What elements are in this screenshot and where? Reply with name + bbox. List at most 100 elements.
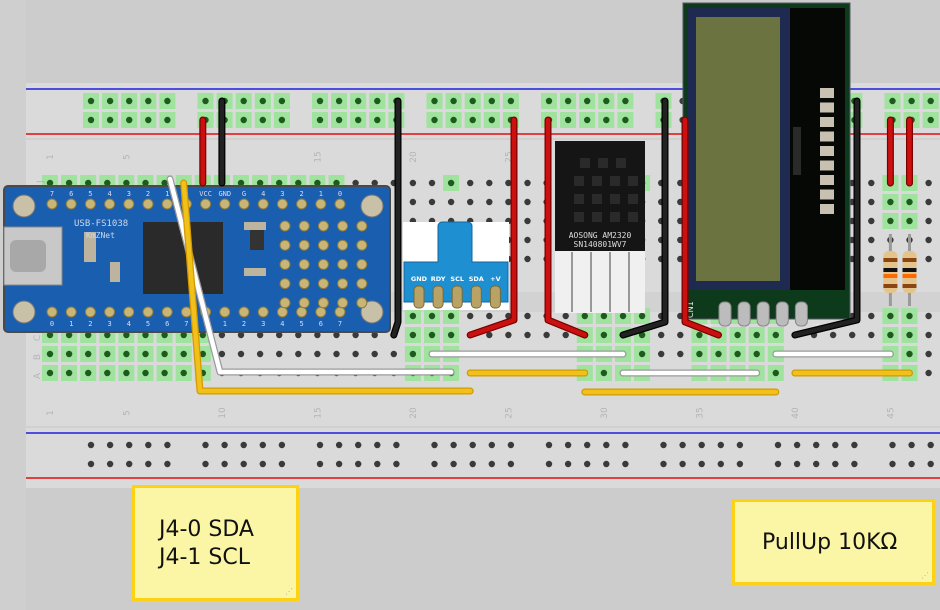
resize-grip-icon[interactable]: ⋰ <box>285 587 293 596</box>
mcu-pin-pad <box>123 306 135 318</box>
breadboard-hole <box>123 331 130 339</box>
mcu-pin-pad <box>84 198 96 210</box>
breadboard-hole <box>202 441 209 449</box>
breadboard-hole <box>868 217 875 225</box>
mcu-pin-label: 6 <box>165 320 169 328</box>
mcu-pin-pad <box>296 198 308 210</box>
pullup-note[interactable]: PullUp 10KΩ ⋰ <box>732 499 935 585</box>
adapter-pin-label: +V <box>490 275 500 283</box>
breadboard-hole <box>507 97 515 105</box>
breadboard-hole <box>925 179 932 187</box>
mcu-pin-pad <box>161 306 173 318</box>
mcu-proto-pad <box>337 258 349 270</box>
breadboard-hole <box>603 97 610 105</box>
lcd-slot <box>793 127 801 175</box>
mcu-proto-pad <box>356 278 368 290</box>
breadboard-hole <box>256 331 264 339</box>
mcu-proto-pad <box>298 239 310 251</box>
mcu-proto-pad <box>279 258 291 270</box>
breadboard-hole <box>240 97 247 105</box>
lcd-smd-pad <box>820 117 834 127</box>
row-letter-label: J <box>36 180 46 184</box>
breadboard-hole <box>374 97 381 105</box>
breadboard-hole <box>507 460 515 468</box>
breadboard-hole <box>428 331 436 339</box>
breadboard-hole <box>564 116 572 124</box>
mcu-proto-pad <box>356 220 368 232</box>
am2320-vents <box>574 158 638 222</box>
breadboard-hole <box>868 255 875 263</box>
mcu-pin-pad <box>219 306 231 318</box>
breadboard-hole <box>887 217 894 225</box>
breadboard-hole <box>698 441 705 449</box>
breadboard-hole <box>278 116 286 124</box>
breadboard-hole <box>906 350 913 358</box>
mcu-pin-label: GND <box>218 190 231 198</box>
sda-scl-note[interactable]: J4-0 SDA J4-1 SCL ⋰ <box>132 485 299 601</box>
mcu-pin-label: 5 <box>88 190 92 198</box>
mcu-pin-label: VCC <box>199 190 212 198</box>
breadboard-hole <box>545 97 553 105</box>
mcu-pin-label: 6 <box>319 320 323 328</box>
breadboard-hole <box>87 116 95 124</box>
mcu-proto-pad <box>298 220 310 232</box>
breadboard-hole <box>371 350 378 358</box>
mcu-proto-pad <box>337 297 349 309</box>
breadboard-hole <box>431 460 438 468</box>
breadboard-hole <box>259 116 266 124</box>
mcu-pin-pad <box>104 306 116 318</box>
breadboard-hole <box>488 441 495 449</box>
resistor-band <box>883 274 898 278</box>
breadboard-hole <box>46 369 54 377</box>
mcu-pin-label: 4 <box>127 320 131 328</box>
breadboard-hole <box>772 369 779 377</box>
adapter-pin-label: RDY <box>431 275 446 283</box>
mcu-pin-pad <box>161 198 173 210</box>
resize-grip-icon[interactable]: ⋰ <box>921 571 929 580</box>
mcu-pin-label: 3 <box>107 320 111 328</box>
breadboard-hole <box>524 312 531 320</box>
lcd-smd-pad <box>820 88 834 98</box>
am2320-label-2: SN140801WV7 <box>574 240 627 249</box>
breadboard-hole <box>335 116 343 124</box>
breadboard-hole <box>638 331 646 339</box>
breadboard-hole <box>851 460 858 468</box>
mcu-proto-pad <box>298 258 310 270</box>
adapter-pin-pad <box>489 285 501 309</box>
breadboard-hole <box>333 179 340 187</box>
breadboard-hole <box>123 179 130 187</box>
breadboard-hole <box>87 441 95 449</box>
breadboard-hole <box>106 116 114 124</box>
breadboard-hole <box>85 179 92 187</box>
breadboard-hole <box>447 312 455 320</box>
breadboard-hole <box>486 179 493 187</box>
lcd-pin <box>775 301 789 327</box>
breadboard-hole <box>488 460 495 468</box>
mcu-pin-pad <box>65 306 77 318</box>
mcu-pin-label: 1 <box>165 190 169 198</box>
mcu-board-brand: KmZNet <box>86 231 115 240</box>
breadboard-hole <box>564 97 572 105</box>
breadboard-hole <box>276 331 283 339</box>
breadboard-hole <box>696 331 703 339</box>
breadboard-hole <box>316 116 324 124</box>
breadboard-hole <box>658 350 665 358</box>
breadboard-hole <box>276 179 283 187</box>
breadboard-hole <box>278 441 286 449</box>
breadboard-hole <box>352 331 359 339</box>
breadboard-hole <box>142 179 149 187</box>
breadboard-hole <box>562 312 569 320</box>
mcu-pin-pad <box>142 306 154 318</box>
breadboard-hole <box>126 460 133 468</box>
breadboard-hole <box>622 460 629 468</box>
breadboard-hole <box>218 350 226 358</box>
breadboard-hole <box>584 460 591 468</box>
mcu-pin-pad <box>104 198 116 210</box>
mcu-pin-label: 7 <box>338 320 342 328</box>
column-number-label: 40 <box>791 407 801 419</box>
breadboard-hole <box>145 116 152 124</box>
breadboard-hole <box>316 97 324 105</box>
